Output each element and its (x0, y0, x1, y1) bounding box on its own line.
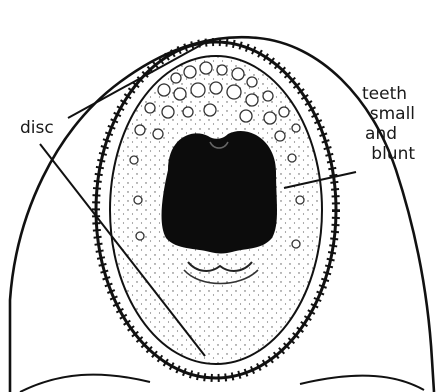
label-teeth: teeth small and blunt (362, 84, 415, 164)
label-teeth-line-1: teeth (362, 84, 407, 104)
mouth-opening (162, 131, 277, 253)
lower-left-fold (20, 375, 150, 392)
label-teeth-line-4: blunt (362, 144, 415, 164)
lower-right-fold (300, 376, 424, 390)
label-teeth-line-2: small (362, 104, 415, 124)
label-disc: disc (20, 118, 54, 138)
label-teeth-line-3: and (362, 124, 397, 144)
